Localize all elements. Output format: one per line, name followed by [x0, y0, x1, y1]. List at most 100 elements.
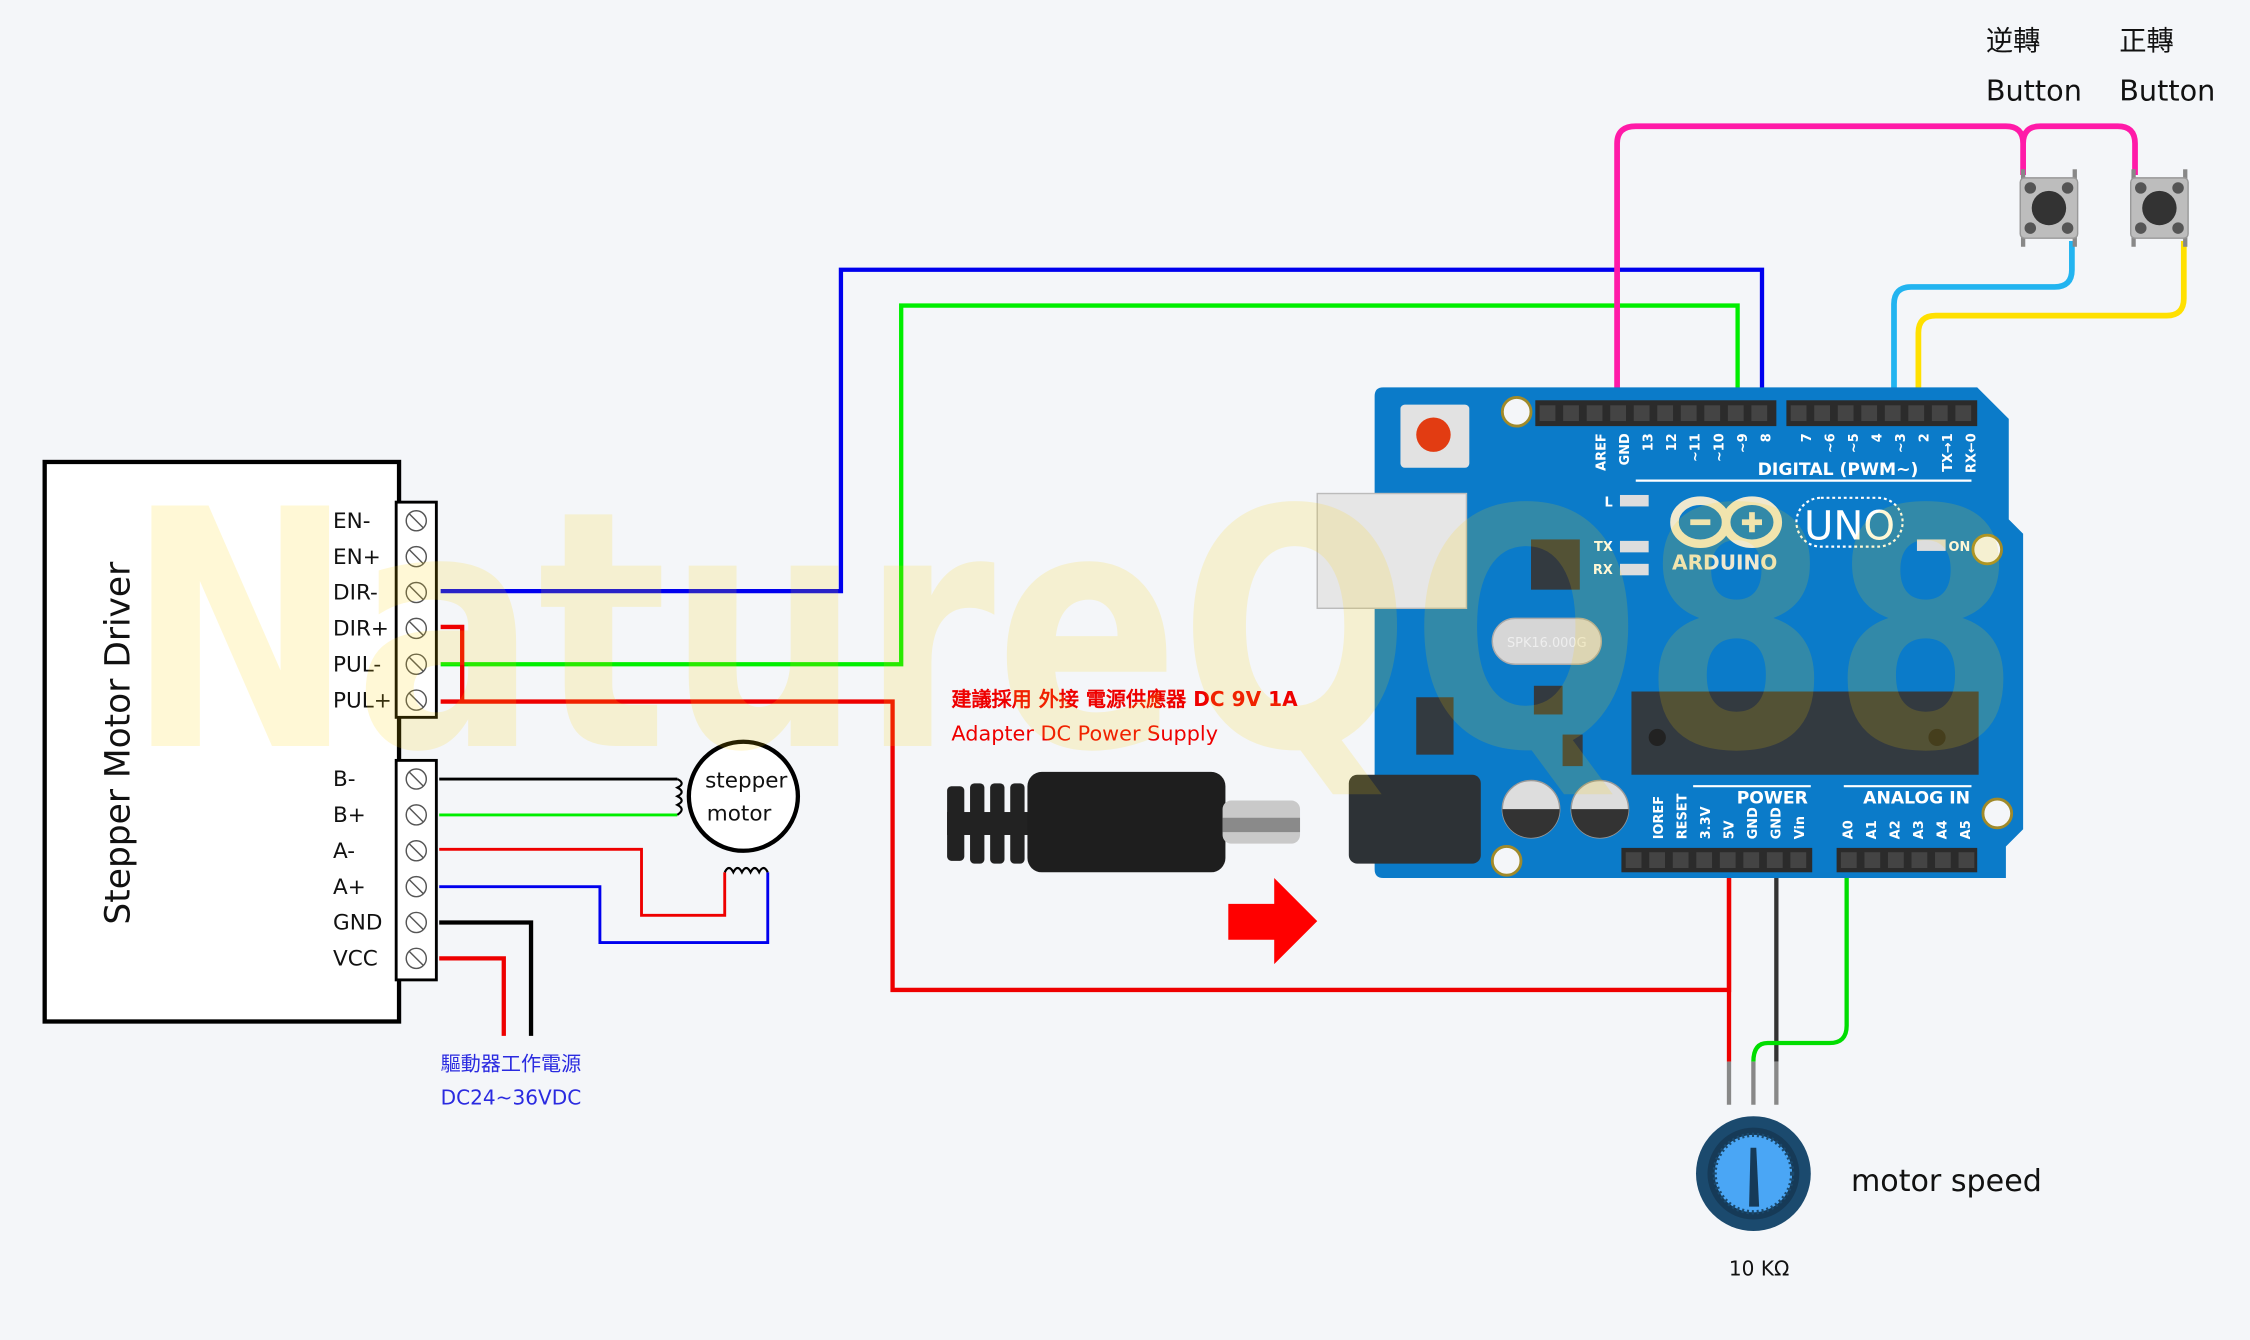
header-pin-slot[interactable]: [1958, 852, 1975, 868]
wire-gnd-supply: [439, 920, 534, 1036]
header-pin-slot[interactable]: [1704, 405, 1721, 422]
power-pin-label: 3.3V: [1699, 806, 1714, 839]
screw-slot: [408, 843, 424, 859]
header-pin-slot[interactable]: [1887, 852, 1904, 868]
driver-pin-label: EN-: [333, 509, 370, 534]
header-pin-slot[interactable]: [1751, 405, 1768, 422]
analog-header: [1836, 847, 1978, 873]
digital-pin-label: ~9: [1736, 433, 1751, 453]
wire-pin2-to-button-fwd: [1915, 241, 2187, 414]
wire-a-plus: [439, 872, 770, 945]
analog-pin-label: A5: [1959, 820, 1974, 839]
header-pin-slot[interactable]: [1563, 405, 1579, 422]
digital-pin-label: 7: [1800, 433, 1815, 442]
digital-pin-label: RX←0: [1964, 433, 1979, 473]
digital-pin-label: TX→1: [1941, 433, 1956, 472]
power-pin-label: RESET: [1676, 793, 1691, 839]
header-pin-slot[interactable]: [1931, 405, 1948, 422]
power-terminal-block: [394, 758, 438, 982]
screw-slot: [408, 807, 424, 823]
usb-chip: [1531, 539, 1580, 590]
header-pin-slot[interactable]: [1680, 405, 1697, 422]
led-label-tx: TX: [1594, 540, 1613, 555]
header-pin-slot[interactable]: [1908, 405, 1925, 422]
wire-a-minus: [439, 847, 727, 917]
power-pin-label: GND: [1746, 807, 1761, 839]
header-pin-slot[interactable]: [1719, 852, 1736, 868]
wire-vcc-supply: [439, 956, 506, 1036]
crystal-label: SPK16.000G: [1507, 636, 1587, 651]
header-pin-slot[interactable]: [1743, 852, 1760, 868]
header-pin-slot[interactable]: [1935, 852, 1951, 868]
digital-pin-label: ~6: [1823, 433, 1838, 453]
button-fwd-label-cn: 正轉: [2119, 26, 2174, 57]
header-pin-slot[interactable]: [1766, 852, 1783, 868]
header-pin-slot[interactable]: [1861, 405, 1878, 422]
motor-label-2: motor: [707, 802, 772, 827]
adapter-note-en: Adapter DC Power Supply: [951, 721, 1218, 745]
wire-dirplus-jumper: [440, 624, 465, 702]
button-reverse[interactable]: [2019, 169, 2079, 247]
wire-a0-to-pot: [1751, 860, 1849, 1062]
analog-pin-label: A2: [1888, 820, 1903, 839]
header-pin-slot[interactable]: [1649, 852, 1666, 868]
analog-header-label: ANALOG IN: [1863, 788, 1970, 808]
digital-pin-label: 4: [1870, 433, 1885, 442]
power-pin-label: GND: [1770, 807, 1785, 839]
button-forward[interactable]: [2130, 169, 2189, 247]
wires: [439, 123, 2187, 1062]
pot-value: 10 KΩ: [1729, 1256, 1789, 1280]
screw-slot: [408, 878, 424, 895]
wire-pin3-to-button-rev: [1891, 241, 2075, 414]
screw-slot: [408, 620, 424, 637]
screw-slot: [408, 656, 424, 672]
header-pin-slot[interactable]: [1864, 852, 1881, 868]
header-pin-slot[interactable]: [1955, 405, 1972, 422]
header-pin-slot[interactable]: [1884, 405, 1901, 422]
screw-slot: [408, 692, 424, 708]
dc-plug-icon: [947, 771, 1301, 873]
coil-b-icon: [674, 778, 683, 816]
arduino-model: UNO: [1804, 503, 1895, 549]
header-pin-slot[interactable]: [1633, 405, 1650, 422]
header-pin-slot[interactable]: [1837, 405, 1854, 422]
header-pin-slot[interactable]: [1696, 852, 1713, 868]
motor-label-1: stepper: [705, 769, 787, 794]
led-label-l: L: [1605, 495, 1613, 510]
potentiometer[interactable]: [1696, 1061, 1811, 1231]
digital-pin-label: ~3: [1894, 433, 1909, 453]
digital-pin-label: 13: [1642, 433, 1657, 451]
coil-a-icon: [723, 866, 769, 875]
wire-pul-to-pin9: [440, 303, 1740, 667]
header-pin-slot[interactable]: [1657, 405, 1674, 422]
analog-pin-label: A3: [1912, 820, 1927, 839]
adapter-note-cn: 建議採用 外接 電源供應器 DC 9V 1A: [951, 687, 1298, 711]
power-pin-label: 5V: [1723, 820, 1738, 839]
header-pin-slot[interactable]: [1672, 852, 1689, 868]
atmega-chip: [1631, 691, 1979, 775]
header-pin-slot[interactable]: [1790, 852, 1807, 868]
driver-title: Stepper Motor Driver: [98, 561, 138, 925]
digital-pin-label: AREF: [1595, 433, 1610, 471]
header-pin-slot[interactable]: [1814, 405, 1831, 422]
digital-pin-label: ~5: [1847, 433, 1862, 453]
analog-pin-label: A0: [1841, 820, 1856, 839]
header-pin-slot[interactable]: [1625, 852, 1642, 868]
crystal: [1491, 617, 1603, 665]
driver-pin-label: B-: [333, 767, 356, 792]
wire-dir-to-pin8: [440, 267, 1765, 594]
button-fwd-label-en: Button: [2119, 73, 2215, 107]
header-pin-slot[interactable]: [1539, 405, 1556, 422]
header-pin-slot[interactable]: [1610, 405, 1626, 422]
arduino-brand: ARDUINO: [1672, 551, 1777, 575]
header-pin-slot[interactable]: [1790, 405, 1807, 422]
power-jack: [1348, 774, 1481, 864]
header-pin-slot[interactable]: [1840, 852, 1857, 868]
header-pin-slot[interactable]: [1911, 852, 1928, 868]
driver-pin-label: PUL-: [333, 652, 381, 677]
driver-pin-label: GND: [333, 911, 382, 936]
driver-pin-label: DIR+: [333, 617, 389, 642]
header-pin-slot[interactable]: [1586, 405, 1603, 422]
header-pin-slot[interactable]: [1727, 405, 1744, 422]
